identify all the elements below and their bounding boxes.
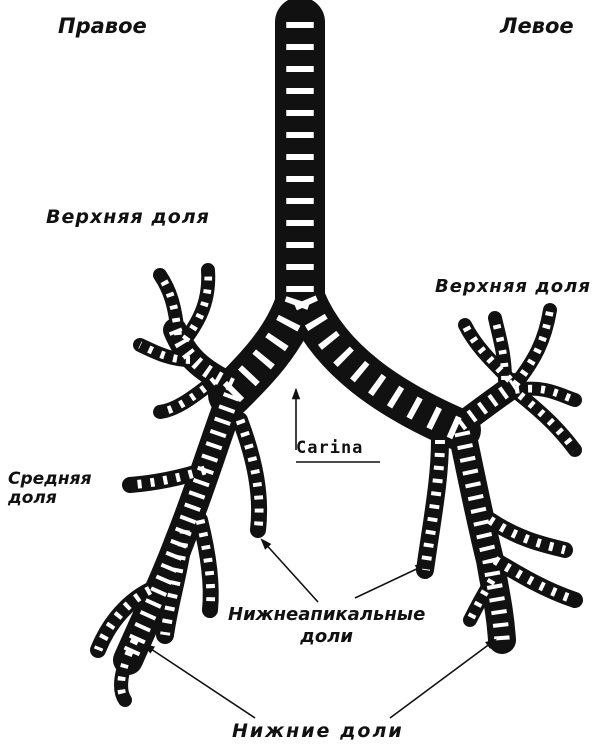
right-upper-lobe-label: Верхняя доля <box>46 208 210 227</box>
lower-apical-lobes-label: Нижнеапикальные доли <box>228 604 425 648</box>
left-side-label: Левое <box>500 16 574 37</box>
lower-lobes-label: Нижние доли <box>232 722 404 741</box>
middle-lobe-label: Средняя доля <box>8 470 91 508</box>
lower-apical-arrow-left <box>355 565 425 598</box>
lower-lobe-arrow-left <box>390 640 495 718</box>
lower-apical-arrow-right <box>262 540 318 602</box>
right-side-label: Правое <box>58 16 147 37</box>
left-upper-trunk <box>460 385 515 425</box>
lower-lobe-arrow-right <box>145 645 255 718</box>
carina-label: Carina <box>296 440 363 457</box>
left-upper-apical-2 <box>515 310 550 385</box>
left-upper-lobe-label: Верхняя доля <box>435 278 591 296</box>
